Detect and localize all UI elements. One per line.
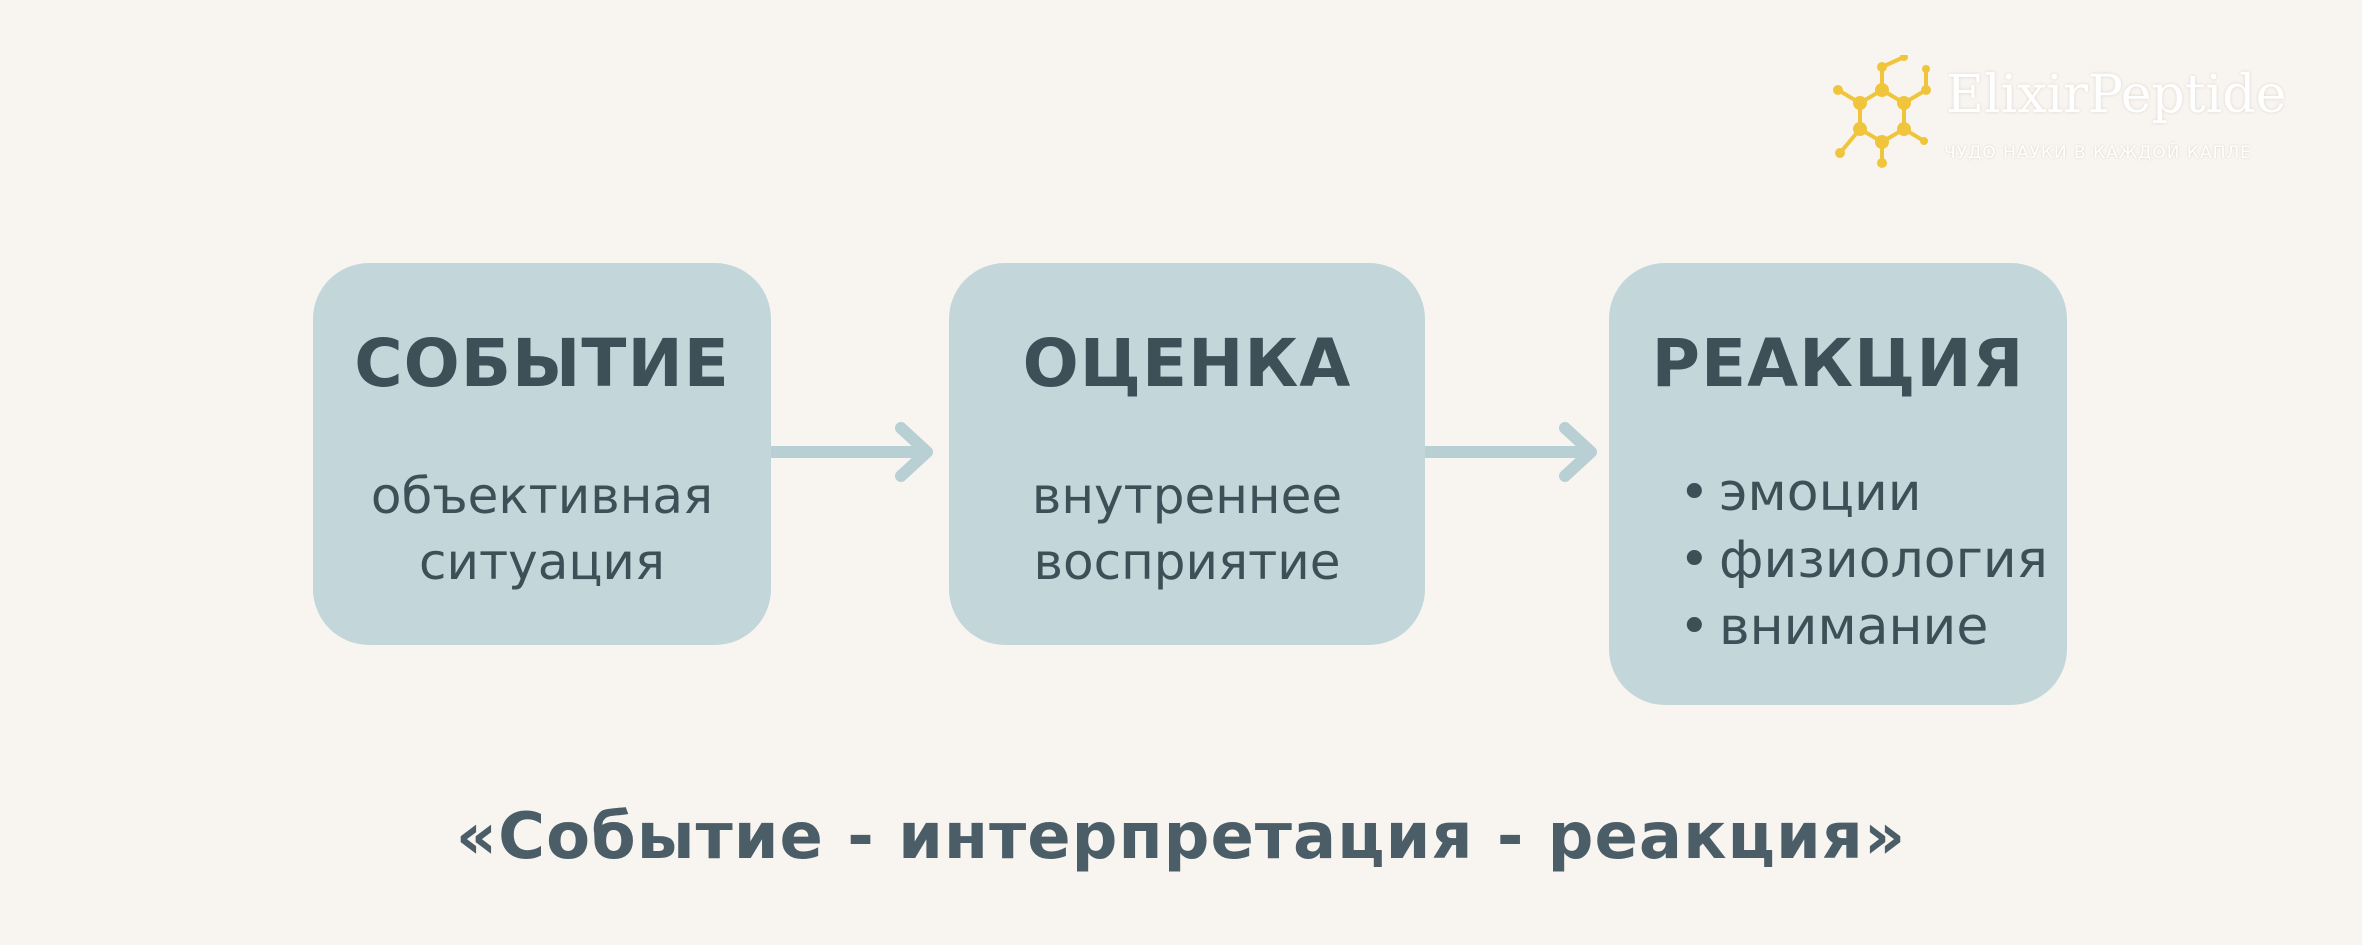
bullet-icon: • — [1679, 463, 1710, 523]
evaluation-box: ОЦЕНКА внутреннее восприятие — [949, 263, 1425, 645]
event-description: объективная ситуация — [313, 463, 771, 595]
evaluation-description: внутреннее восприятие — [949, 463, 1425, 595]
list-item: •внимание — [1679, 594, 2048, 661]
event-title: СОБЫТИЕ — [354, 325, 730, 402]
reaction-title: РЕАКЦИЯ — [1651, 325, 2025, 402]
event-line-1: объективная — [370, 467, 714, 525]
evaluation-line-2: восприятие — [1033, 533, 1341, 591]
brand-logo: ElixirPeptide ЧУДО НАУКИ В КАЖДОЙ КАПЛЕ — [1818, 55, 2318, 175]
logo-subtitle: ЧУДО НАУКИ В КАЖДОЙ КАПЛЕ — [1944, 143, 2252, 163]
event-line-2: ситуация — [419, 533, 665, 591]
reaction-item-physiology: физиология — [1719, 530, 2048, 590]
reaction-item-attention: внимание — [1719, 597, 1989, 657]
event-box: СОБЫТИЕ объективная ситуация — [313, 263, 771, 645]
reaction-list: •эмоции •физиология •внимание — [1679, 460, 2048, 661]
arrow-right-icon — [771, 422, 933, 482]
bullet-icon: • — [1679, 530, 1710, 590]
list-item: •эмоции — [1679, 460, 2048, 527]
arrow-right-icon — [1425, 422, 1597, 482]
bullet-icon: • — [1679, 597, 1710, 657]
evaluation-title: ОЦЕНКА — [1022, 325, 1352, 402]
reaction-item-emotions: эмоции — [1719, 463, 1922, 523]
tagline: «Событие - интерпретация - реакция» — [455, 800, 1907, 874]
list-item: •физиология — [1679, 527, 2048, 594]
logo-name: ElixirPeptide — [1946, 65, 2287, 125]
evaluation-line-1: внутреннее — [1031, 467, 1343, 525]
molecule-icon — [1833, 55, 1931, 168]
reaction-box: РЕАКЦИЯ •эмоции •физиология •внимание — [1609, 263, 2067, 705]
